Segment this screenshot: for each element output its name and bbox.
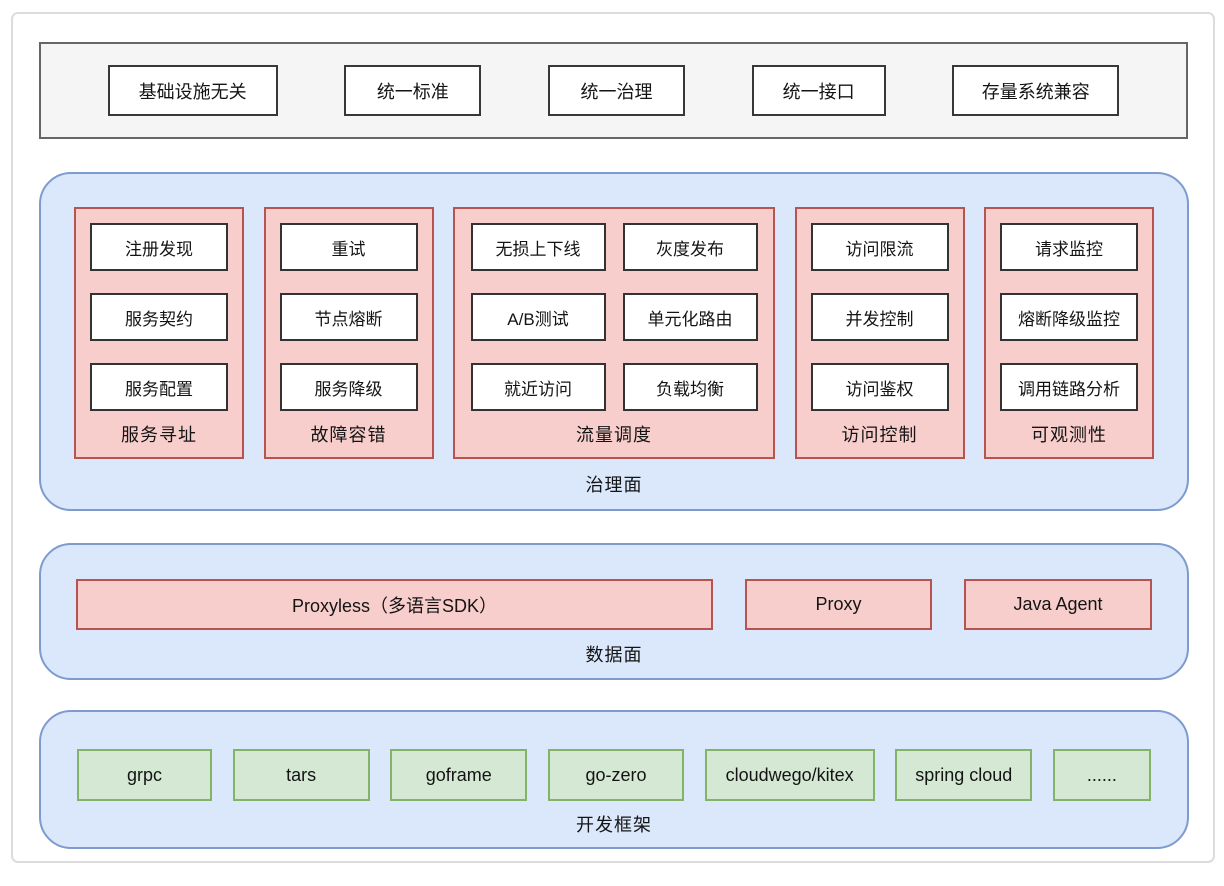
framework-box-go-zero: go-zero (547, 749, 684, 801)
group-items: 访问限流 并发控制 访问鉴权 (810, 223, 949, 411)
feature-box-rate-limit: 访问限流 (810, 223, 949, 271)
feature-box-nearby-access: 就近访问 (470, 363, 606, 411)
group-label-observability: 可观测性 (1031, 425, 1107, 445)
group-fault-tolerance: 重试 节点熔断 服务降级 故障容错 (263, 207, 434, 459)
feature-box-retry: 重试 (279, 223, 418, 271)
feature-box-concurrency-control: 并发控制 (810, 293, 949, 341)
feature-box-access-auth: 访问鉴权 (810, 363, 949, 411)
frameworks-panel: grpc tars goframe go-zero cloudwego/kite… (39, 710, 1189, 849)
governance-groups-row: 注册发现 服务契约 服务配置 服务寻址 重试 节点熔断 服务降级 故障容错 无损… (41, 207, 1187, 459)
data-plane-row: Proxyless（多语言SDK） Proxy Java Agent (41, 579, 1187, 630)
group-access-control: 访问限流 并发控制 访问鉴权 访问控制 (794, 207, 965, 459)
group-label-access-control: 访问控制 (841, 425, 918, 445)
group-observability: 请求监控 熔断降级监控 调用链路分析 可观测性 (984, 207, 1154, 459)
governance-plane-label: 治理面 (585, 475, 643, 495)
data-plane-label: 数据面 (585, 645, 643, 665)
framework-box-tars: tars (232, 749, 370, 801)
feature-box-request-monitor: 请求监控 (1000, 223, 1138, 271)
feature-box-node-circuit-break: 节点熔断 (279, 293, 418, 341)
group-items: 注册发现 服务契约 服务配置 (90, 223, 228, 411)
data-plane-panel: Proxyless（多语言SDK） Proxy Java Agent 数据面 (39, 543, 1189, 680)
principle-box-legacy-compat: 存量系统兼容 (952, 65, 1120, 116)
framework-box-grpc: grpc (77, 749, 212, 801)
proxyless-sdk-box: Proxyless（多语言SDK） (76, 579, 713, 630)
group-label-fault-tolerance: 故障容错 (310, 425, 387, 445)
group-label-traffic-scheduling: 流量调度 (576, 425, 652, 445)
group-label-service-addressing: 服务寻址 (121, 425, 197, 445)
framework-box-cloudwego-kitex: cloudwego/kitex (704, 749, 875, 801)
feature-box-unit-routing: 单元化路由 (622, 293, 758, 341)
frameworks-label: 开发框架 (576, 815, 652, 835)
frameworks-row: grpc tars goframe go-zero cloudwego/kite… (41, 749, 1187, 801)
framework-box-spring-cloud: spring cloud (895, 749, 1033, 801)
feature-box-lossless-updown: 无损上下线 (470, 223, 606, 271)
principle-box-unified-standard: 统一标准 (344, 65, 482, 116)
feature-box-service-config: 服务配置 (90, 363, 228, 411)
feature-box-gray-release: 灰度发布 (622, 223, 758, 271)
principle-box-unified-governance: 统一治理 (547, 65, 685, 116)
principles-panel: 基础设施无关 统一标准 统一治理 统一接口 存量系统兼容 (39, 42, 1188, 139)
diagram-frame: 基础设施无关 统一标准 统一治理 统一接口 存量系统兼容 注册发现 服务契约 服… (11, 12, 1215, 863)
feature-box-service-contract: 服务契约 (90, 293, 228, 341)
group-items: 无损上下线 灰度发布 A/B测试 单元化路由 就近访问 负载均衡 (470, 223, 758, 411)
feature-box-registry-discovery: 注册发现 (90, 223, 228, 271)
group-traffic-scheduling: 无损上下线 灰度发布 A/B测试 单元化路由 就近访问 负载均衡 流量调度 (453, 207, 775, 459)
framework-box-ellipsis: ...... (1052, 749, 1151, 801)
group-items: 重试 节点熔断 服务降级 (279, 223, 418, 411)
principle-box-unified-interface: 统一接口 (751, 65, 886, 116)
java-agent-box: Java Agent (964, 579, 1152, 630)
proxy-box: Proxy (745, 579, 932, 630)
feature-box-load-balance: 负载均衡 (622, 363, 758, 411)
feature-box-trace-analysis: 调用链路分析 (1000, 363, 1138, 411)
governance-plane-panel: 注册发现 服务契约 服务配置 服务寻址 重试 节点熔断 服务降级 故障容错 无损… (39, 172, 1189, 511)
feature-box-circuit-degrade-monitor: 熔断降级监控 (1000, 293, 1138, 341)
principle-box-infra-agnostic: 基础设施无关 (107, 65, 278, 116)
feature-box-service-degrade: 服务降级 (279, 363, 418, 411)
group-service-addressing: 注册发现 服务契约 服务配置 服务寻址 (74, 207, 244, 459)
group-items: 请求监控 熔断降级监控 调用链路分析 (1000, 223, 1138, 411)
framework-box-goframe: goframe (390, 749, 528, 801)
feature-box-ab-test: A/B测试 (470, 293, 606, 341)
